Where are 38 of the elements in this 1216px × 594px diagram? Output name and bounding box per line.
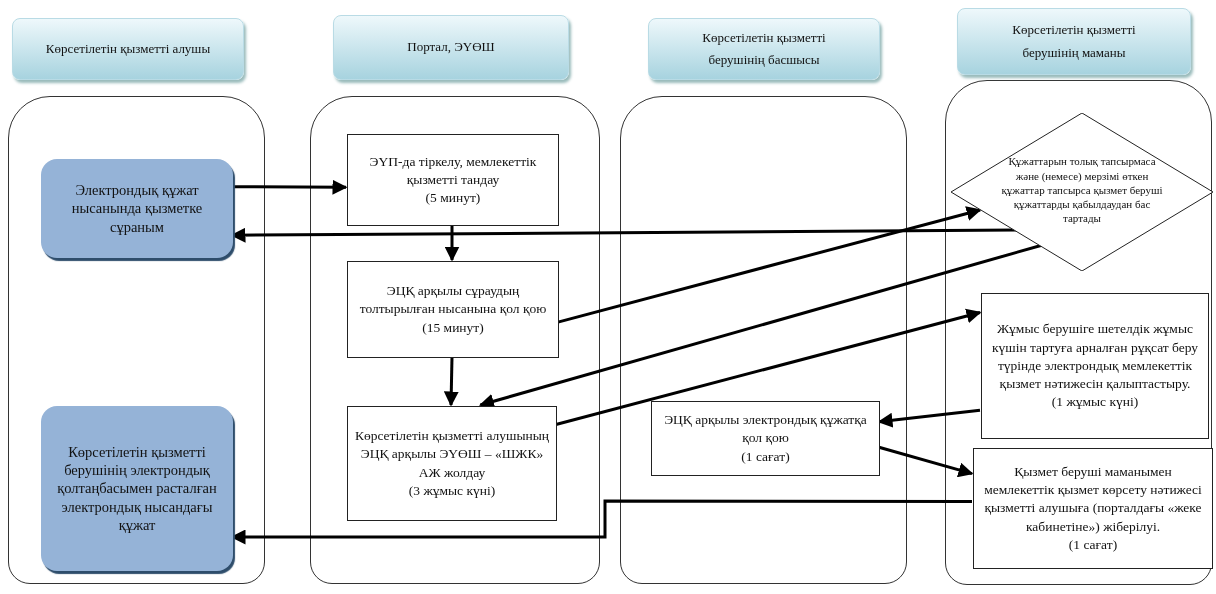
arrow [555, 308, 982, 426]
step-text: Көрсетілетін қызметті алушының ЭЦҚ арқылы ЭҮӨШ – «ШЖК» АЖ жолдау [354, 427, 550, 482]
arrow [557, 206, 982, 324]
swimlane [620, 96, 907, 584]
step-text: ЭЦҚ арқылы сұраудың толтырылған нысанына қол қою [358, 282, 548, 319]
lane-header: Портал, ЭҮӨШ [333, 15, 569, 80]
arrow [230, 499, 972, 545]
duration-text: (3 жұмыс күні) [408, 481, 496, 500]
duration-text: (1 сағат) [741, 447, 790, 466]
duration-text: (1 жұмыс күні) [1051, 393, 1139, 412]
process-box [347, 261, 559, 358]
duration-text: (1 сағат) [1068, 535, 1118, 554]
document-box: Көрсетілетін қызметті берушінің электрондық қолтаңбасымен расталған электрондық нысандағы құжат [41, 406, 233, 571]
step-text: Жұмыс берушіге шетелдік жұмыс күшін тартуға арналған рұқсат беру түрінде электрондық мемлекеттік қызмет нәтижесін қалыптастыру. [990, 320, 1200, 394]
arrow [230, 227, 1018, 243]
step-text: Қызмет беруші маманымен мемлекеттік қызмет көрсету нәтижесі қызметті алушыға (порталдағы «жеке кабинетіне») жіберілуі. [983, 462, 1203, 536]
arrow [232, 179, 348, 195]
swimlane [8, 96, 265, 584]
step-text: ЭҮП-да тіркелу, мемлекеттік қызметті тандау [368, 152, 538, 189]
process-box [973, 448, 1213, 569]
arrow [878, 445, 974, 478]
process-box [651, 401, 880, 476]
duration-text: (5 минут) [425, 189, 481, 208]
process-box [347, 406, 557, 521]
process-box [347, 134, 559, 226]
document-box: Электрондық құжат нысанында қызметке сұраным [41, 159, 233, 258]
arrow [877, 408, 981, 428]
swimlane [945, 80, 1212, 585]
process-box [981, 293, 1209, 439]
arrow [443, 356, 459, 407]
decision-text: Құжаттарын толық тапсырмаса және (немесе) мерзімі өткен құжаттар тапсырса қызмет беруші құжаттарды қабылдаудан бас тартады [1000, 154, 1164, 226]
step-text: ЭЦҚ арқылы электрондық құжатқа қол қою [663, 411, 868, 448]
lane-header: Көрсетілетін қызметті алушы [12, 18, 244, 80]
duration-text: (15 минут) [422, 318, 484, 337]
lane-header: Көрсетілетін қызметті берушінің басшысы [648, 18, 880, 80]
swimlane [310, 96, 600, 584]
lane-header: Көрсетілетін қызметті берушінің маманы [957, 8, 1191, 75]
arrow [444, 225, 460, 262]
